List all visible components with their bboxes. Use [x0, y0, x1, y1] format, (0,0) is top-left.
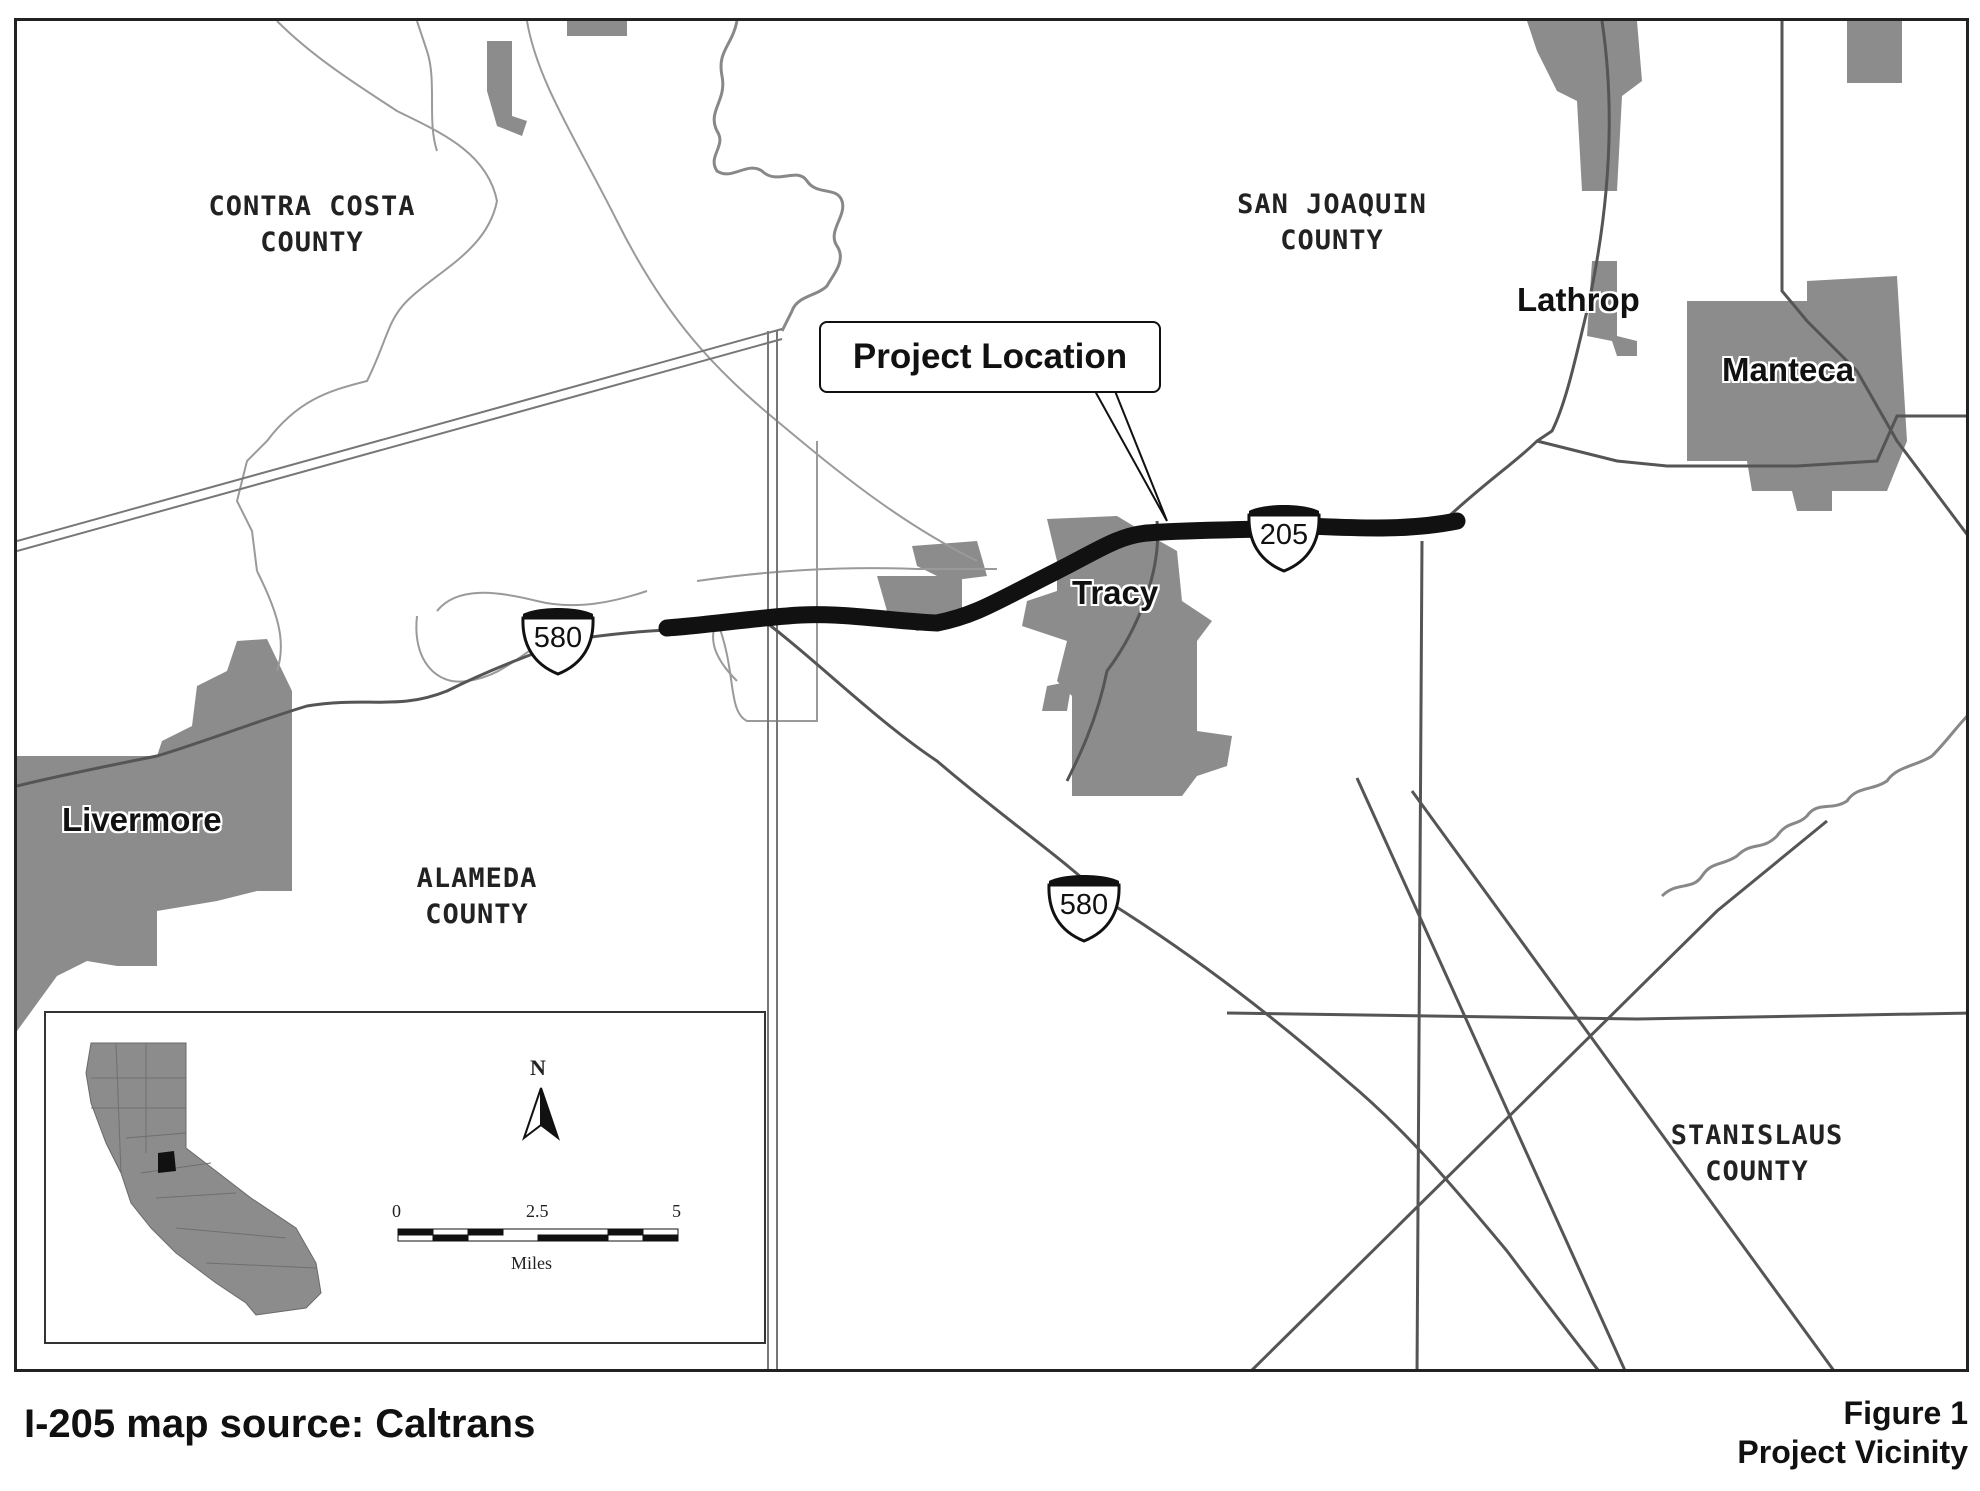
roads [17, 21, 1966, 1369]
northeast-area [1847, 21, 1902, 83]
urban-areas [17, 21, 1907, 1031]
railroads [17, 328, 783, 1369]
interstate-shield-icon [1247, 505, 1321, 573]
tracy-west-area [912, 541, 987, 581]
california-county-lines [91, 1042, 317, 1269]
scale-bar [397, 1228, 679, 1242]
river [712, 21, 1966, 898]
i-205-east-road [1445, 21, 1611, 520]
road-vertical [1415, 540, 1424, 1369]
california-inset-map [85, 1042, 322, 1316]
scale-unit-label: Miles [511, 1253, 553, 1273]
north-edge-area [567, 21, 627, 36]
scale-tick-2-5: 2.5 [526, 1201, 549, 1221]
road-diagonal-2 [1410, 790, 1835, 1369]
livermore-label: Livermore [62, 801, 222, 838]
i-580-south-road [766, 621, 1600, 1369]
road-diagonal-3 [1250, 819, 1828, 1369]
lathrop-label: Lathrop [1517, 281, 1640, 318]
interstate-shield-icon [1047, 875, 1121, 943]
interstate-580-west-shield: 580 [518, 604, 598, 676]
figure-title: Project Vicinity [1737, 1434, 1968, 1470]
north-label: N [530, 1055, 546, 1080]
figure-number: Figure 1 [1843, 1395, 1968, 1431]
interstate-580-south-shield: 580 [1044, 871, 1124, 943]
scale-tick-5: 5 [672, 1201, 681, 1221]
san-joaquin-inset-highlight [158, 1151, 176, 1173]
road-horizontal-south [1226, 1011, 1966, 1021]
project-location-label: Project Location [852, 337, 1128, 376]
road-diagonal-1 [1355, 777, 1626, 1369]
inset-panel: N 0 2.5 5 Miles [44, 1011, 766, 1344]
project-location-callout: Project Location [819, 321, 1161, 393]
tracy-speck [1042, 681, 1072, 711]
tracy-area [1022, 516, 1232, 796]
tracy-label: Tracy [1072, 574, 1159, 611]
road-south-east [1065, 520, 1160, 782]
scale-tick-0: 0 [392, 1201, 401, 1221]
inset-graphics [85, 1042, 679, 1316]
shield-number: 580 [1059, 889, 1109, 921]
northwest-area [487, 41, 527, 136]
north-arrow-icon [521, 1087, 561, 1141]
map-source-note: I-205 map source: Caltrans [24, 1402, 536, 1446]
lathrop-area [1587, 261, 1637, 356]
highway-120 [1536, 414, 1966, 468]
interstate-205-shield: 205 [1244, 501, 1324, 573]
lathrop-north-area [1527, 21, 1642, 191]
livermore-area [17, 639, 292, 1031]
manteca-area [1687, 276, 1907, 511]
shield-number: 580 [533, 622, 583, 654]
callout-pointer [1094, 390, 1168, 522]
shield-number: 205 [1259, 519, 1309, 551]
highway-99 [1780, 21, 1966, 536]
manteca-label: Manteca [1722, 351, 1855, 388]
interstate-shield-icon [521, 608, 595, 676]
